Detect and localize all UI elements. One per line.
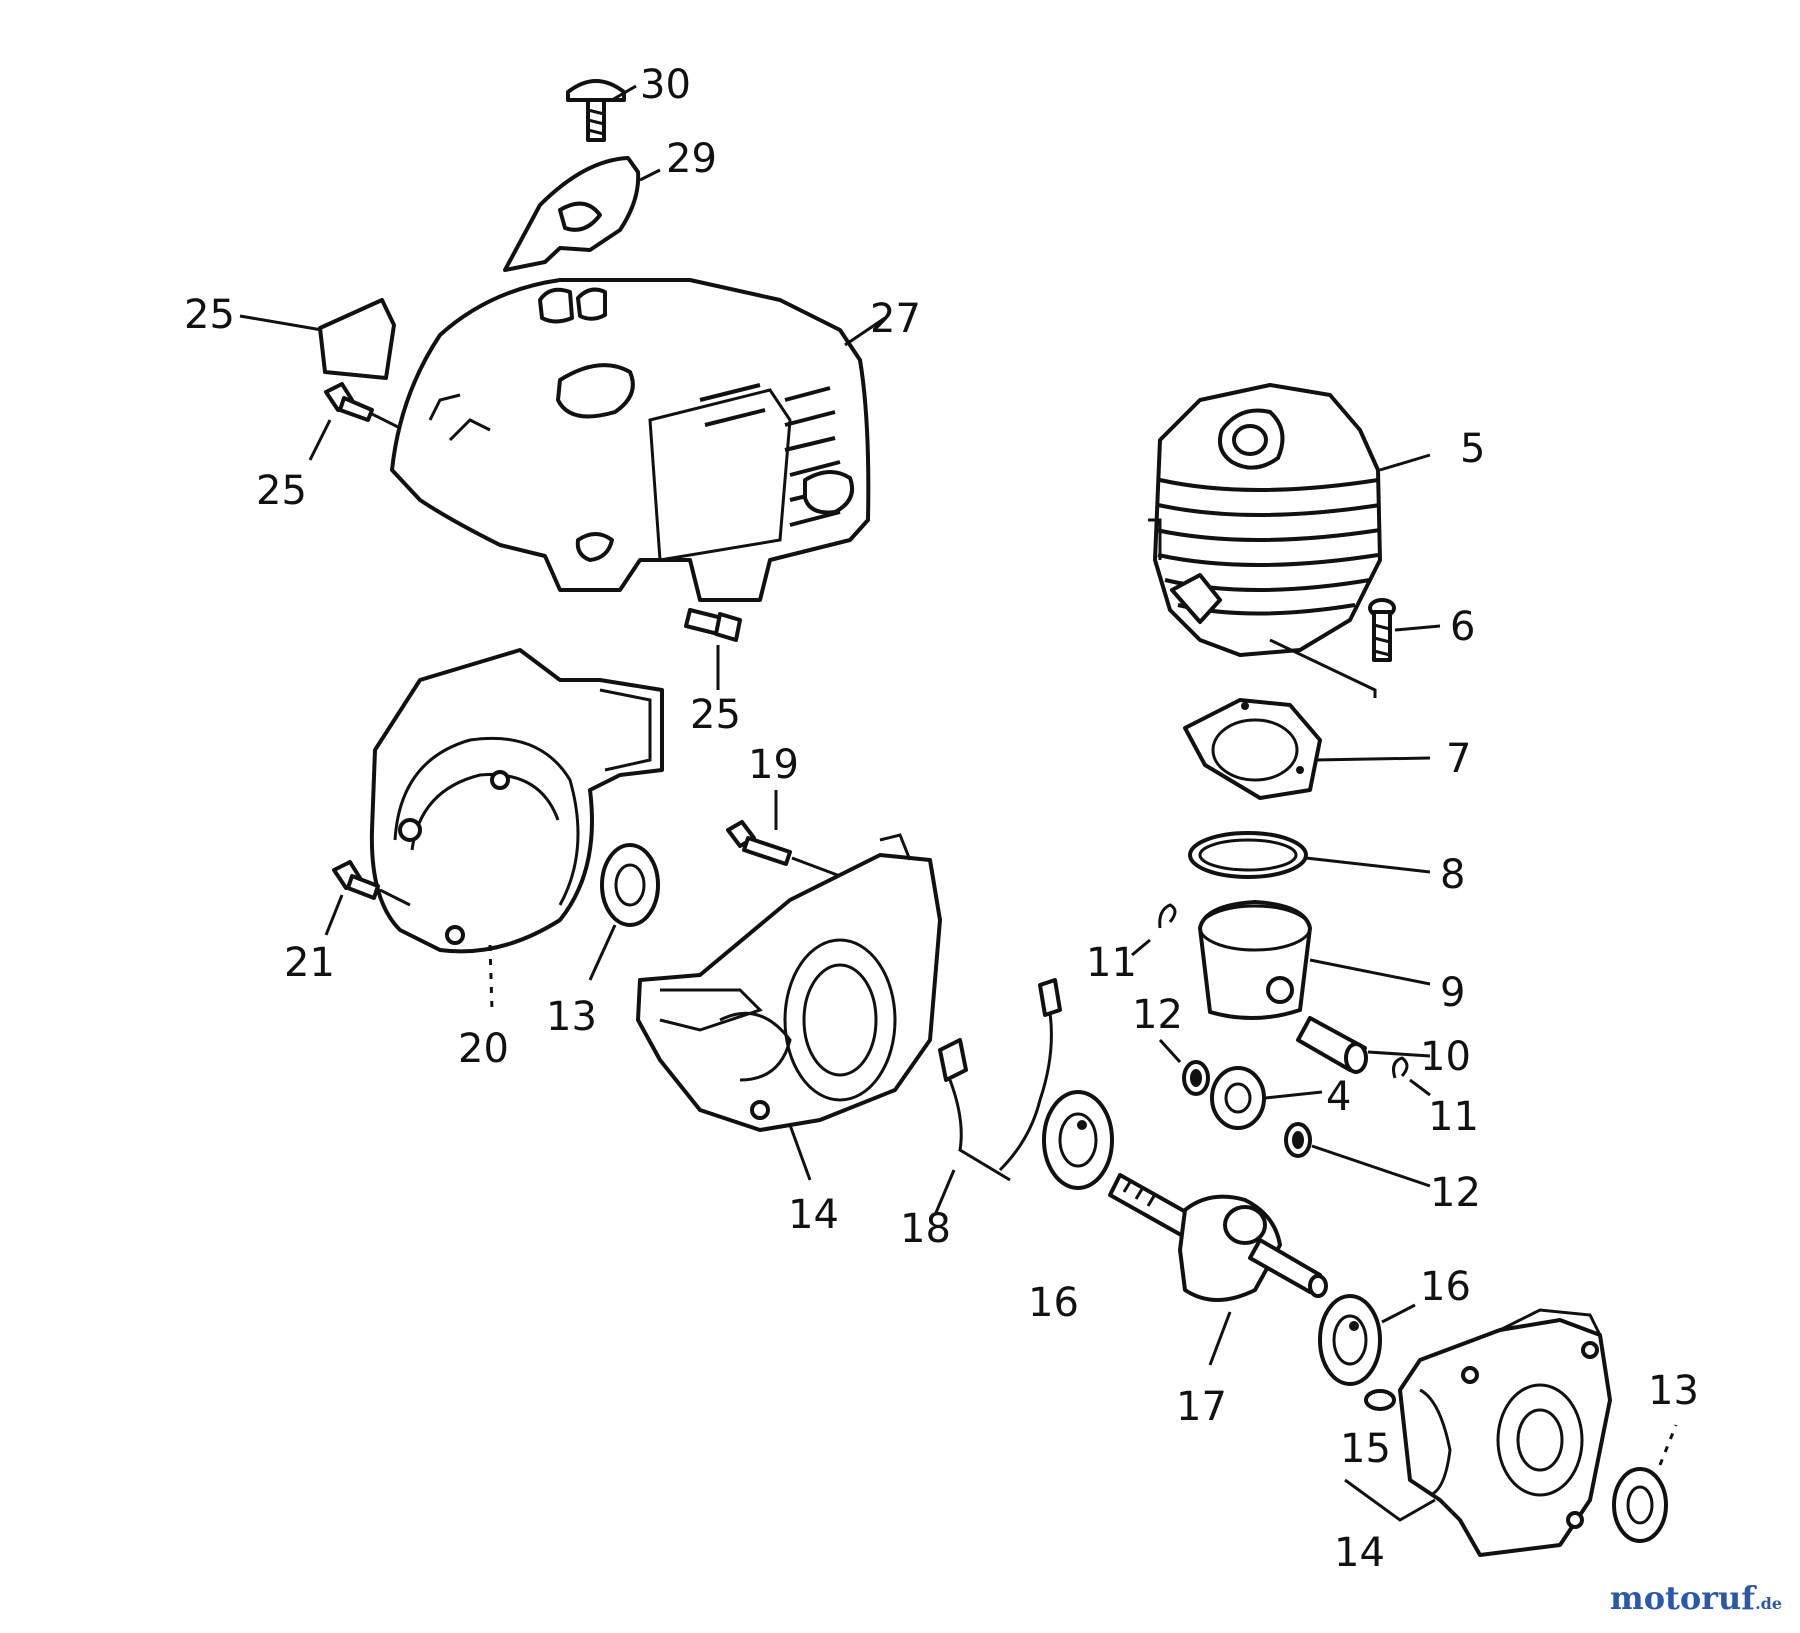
label-29: 29 (666, 136, 717, 182)
label-10: 10 (1420, 1034, 1471, 1080)
part-25c-bolt (684, 608, 742, 690)
part-13b-oil-seal (1612, 1424, 1678, 1543)
part-5-cylinder (1148, 383, 1431, 657)
part-19-bolt (726, 790, 841, 878)
label-11-upper: 11 (1086, 940, 1137, 986)
label-16-left: 16 (1028, 1280, 1079, 1326)
label-25-bolt-left: 25 (256, 468, 307, 514)
label-27: 27 (870, 296, 921, 342)
part-30-screw (566, 79, 637, 142)
part-10-piston-pin (1296, 1016, 1431, 1074)
part-12b-needle-bearing (1284, 1122, 1431, 1188)
part-29-cover-clip (503, 156, 661, 272)
label-12-lower: 12 (1430, 1170, 1481, 1216)
watermark-tld: .de (1755, 1594, 1782, 1613)
part-25b-bolt (308, 382, 401, 461)
part-21-bolt (324, 860, 411, 936)
part-4-bearing (1210, 1066, 1323, 1130)
part-8-piston-ring (1188, 831, 1431, 879)
label-12-upper: 12 (1132, 992, 1183, 1038)
label-13-left: 13 (546, 994, 597, 1040)
label-17: 17 (1176, 1384, 1227, 1430)
part-9-piston (1198, 900, 1431, 1020)
label-9: 9 (1440, 970, 1465, 1016)
part-6-bolt (1269, 598, 1441, 698)
part-13a-oil-seal (588, 843, 660, 981)
part-12a-needle-bearing (1158, 1038, 1210, 1096)
label-7: 7 (1446, 736, 1471, 782)
part-15-dowel-pin (1364, 1389, 1396, 1411)
part-14a-crankcase-left (636, 833, 942, 1181)
watermark-logo: motoruf.de (1610, 1579, 1782, 1617)
label-5: 5 (1460, 426, 1485, 472)
label-25-bolt-center: 25 (690, 692, 741, 738)
label-15: 15 (1340, 1426, 1391, 1472)
part-27-engine-cover (390, 278, 886, 602)
label-13-right: 13 (1648, 1368, 1699, 1414)
part-16b-ball-bearing (1318, 1294, 1416, 1386)
part-20-fan-housing (369, 648, 664, 1011)
part-25a-label-plate (239, 298, 396, 380)
label-19: 19 (748, 742, 799, 788)
label-21: 21 (284, 940, 335, 986)
label-16-right: 16 (1420, 1264, 1471, 1310)
label-14-right: 14 (1334, 1530, 1385, 1576)
label-14-left: 14 (788, 1192, 839, 1238)
label-6: 6 (1450, 604, 1475, 650)
part-18-wire (933, 978, 1062, 1216)
label-20: 20 (458, 1026, 509, 1072)
label-8: 8 (1440, 852, 1465, 898)
label-30: 30 (640, 62, 691, 108)
label-11-lower: 11 (1428, 1094, 1479, 1140)
part-11b-circlip (1392, 1056, 1431, 1097)
watermark-brand: motoruf (1609, 1579, 1756, 1617)
part-11a-circlip (1131, 903, 1177, 957)
part-16a-ball-bearing (1042, 1090, 1114, 1190)
label-25-plate: 25 (184, 292, 235, 338)
label-4: 4 (1326, 1074, 1351, 1120)
label-18: 18 (900, 1206, 951, 1252)
part-7-gasket (1183, 698, 1431, 800)
part-14b-crankcase-right (1344, 1308, 1612, 1557)
part-17-crankshaft (1108, 1173, 1328, 1366)
